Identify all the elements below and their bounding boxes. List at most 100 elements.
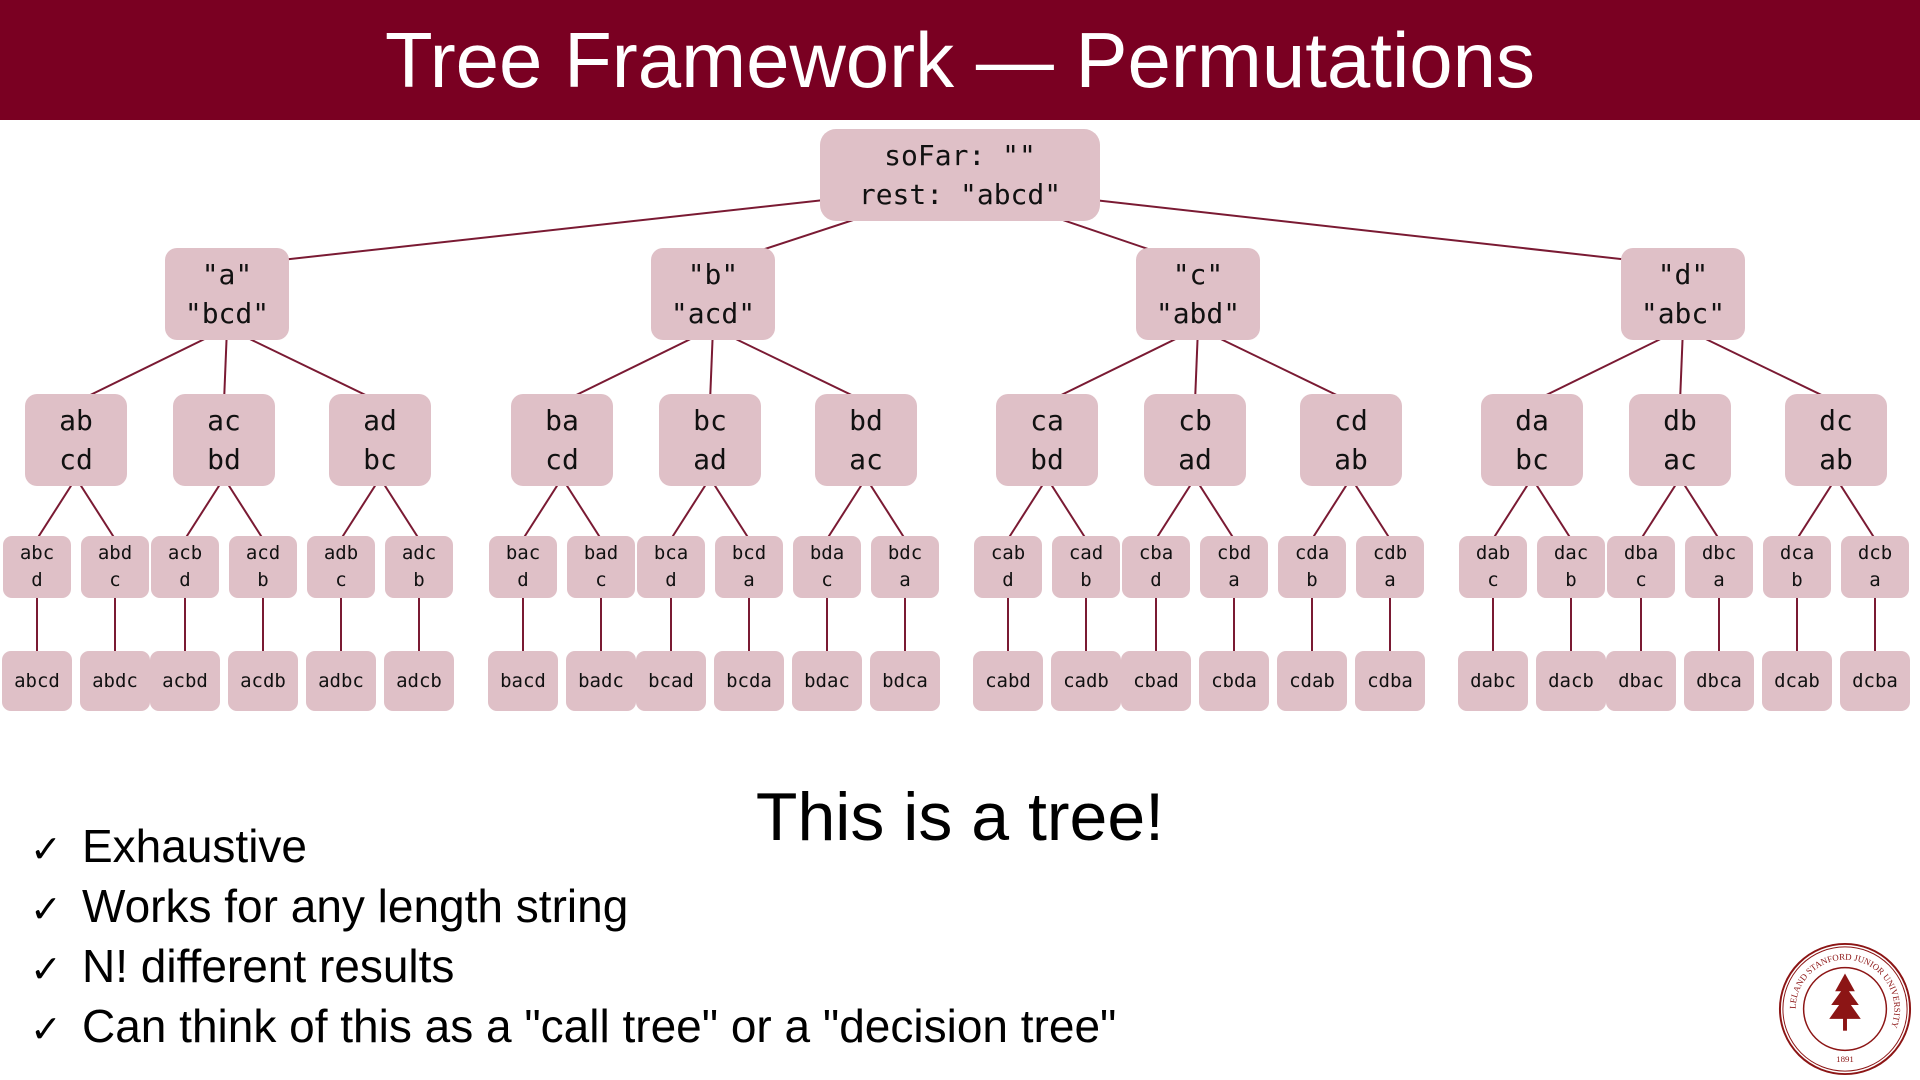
- node-text: cb: [1178, 403, 1212, 437]
- node-text: cab: [990, 542, 1026, 565]
- node-text: cad: [1068, 542, 1104, 565]
- node-text: d: [31, 569, 43, 591]
- bullet-text: Can think of this as a "call tree" or a …: [82, 1000, 1117, 1052]
- node-text: d: [517, 569, 529, 591]
- node-text: abdc: [92, 669, 138, 692]
- node-text: ab: [1334, 443, 1368, 476]
- tree-edge: [865, 477, 906, 540]
- node-text: b: [1080, 569, 1092, 591]
- tree-edge: [223, 327, 228, 403]
- tree-edge: [223, 477, 264, 540]
- node-text: cbda: [1211, 669, 1257, 692]
- node-text: "b": [687, 257, 739, 291]
- leaf-node: abdc: [80, 651, 150, 711]
- leaf-node: bcda: [714, 651, 784, 711]
- node-text: ac: [849, 443, 883, 476]
- node-text: cdb: [1372, 542, 1408, 565]
- node-text: c: [1487, 569, 1499, 591]
- tree-edge: [75, 327, 228, 403]
- node-text: adc: [401, 542, 437, 565]
- node-text: cbad: [1133, 669, 1179, 692]
- node-text: ca: [1030, 403, 1064, 437]
- node-text: bdac: [804, 669, 850, 692]
- node-text: a: [1384, 569, 1396, 591]
- node-text: b: [1306, 569, 1318, 591]
- root-node: soFar: ""rest: "abcd": [820, 129, 1100, 221]
- node-text: ab: [59, 403, 93, 437]
- node-text: dbca: [1696, 669, 1742, 692]
- node-text: dabc: [1470, 669, 1516, 692]
- node-text: bacd: [500, 669, 546, 692]
- node-text: dcab: [1774, 669, 1820, 692]
- node-text: bda: [809, 542, 845, 565]
- leaf-node: dbac: [1606, 651, 1676, 711]
- leaf-node: dabc: [1458, 651, 1528, 711]
- tree-edge: [379, 477, 420, 540]
- leaf-node: acbd: [150, 651, 220, 711]
- leaf-node: bcad: [636, 651, 706, 711]
- node-text: bd: [849, 403, 883, 437]
- node-text: bc: [363, 443, 397, 476]
- leaf-node: cdab: [1277, 651, 1347, 711]
- bullet-text: Works for any length string: [82, 880, 629, 932]
- node-text: c: [1635, 569, 1647, 591]
- node-text: a: [1869, 569, 1881, 591]
- node-text: acd: [245, 542, 281, 565]
- node-text: bcd: [731, 542, 767, 565]
- node-text: "c": [1172, 257, 1224, 291]
- tree-emblem-icon: [1829, 973, 1861, 1031]
- node-text: bcda: [726, 669, 772, 692]
- node-text: a: [1228, 569, 1240, 591]
- node-text: bc: [693, 403, 727, 437]
- tree-edge: [226, 327, 381, 403]
- node-text: acb: [167, 542, 203, 565]
- slide-title: Tree Framework — Permutations: [384, 16, 1536, 104]
- tagline: This is a tree!: [755, 779, 1165, 855]
- node-text: "acd": [670, 297, 756, 330]
- tree-edge: [1007, 477, 1048, 540]
- node-text: cda: [1294, 542, 1330, 565]
- node-text: b: [257, 569, 269, 591]
- node-text: adb: [323, 542, 359, 565]
- tree-edge: [1155, 477, 1196, 540]
- node-text: cdab: [1289, 669, 1335, 692]
- node-text: bcad: [648, 669, 694, 692]
- leaf-node: badc: [566, 651, 636, 711]
- node-text: dbac: [1618, 669, 1664, 692]
- tree-edge: [826, 477, 867, 540]
- tree-edge: [36, 477, 77, 540]
- bullet-item: ✓N! different results: [30, 936, 1116, 996]
- permutation-tree: soFar: ""rest: "abcd" "a""bcd" "b" "acd" "c"…: [0, 120, 1920, 720]
- level3-node: cda b: [1278, 536, 1346, 598]
- node-text: c: [335, 569, 347, 591]
- tree-edge: [561, 327, 714, 403]
- leaf-node: cadb: [1051, 651, 1121, 711]
- node-text: dab: [1475, 542, 1511, 565]
- tree-edge: [1835, 477, 1876, 540]
- node-text: b: [1565, 569, 1577, 591]
- level1-node: "a""bcd": [165, 248, 289, 340]
- level3-node: adb c: [307, 536, 375, 598]
- node-text: b: [1791, 569, 1803, 591]
- tree-edge: [1531, 477, 1572, 540]
- node-text: ba: [545, 403, 579, 437]
- node-text: abc: [19, 542, 55, 565]
- node-text: bdca: [882, 669, 928, 692]
- bullet-list: ✓Exhaustive ✓Works for any length string…: [30, 816, 1116, 1056]
- node-text: bd: [207, 443, 241, 476]
- node-text: bad: [583, 542, 619, 565]
- title-banner: [0, 0, 1920, 120]
- node-text: abd: [97, 542, 133, 565]
- tree-edge: [1679, 327, 1684, 403]
- level3-node: abc d: [3, 536, 71, 598]
